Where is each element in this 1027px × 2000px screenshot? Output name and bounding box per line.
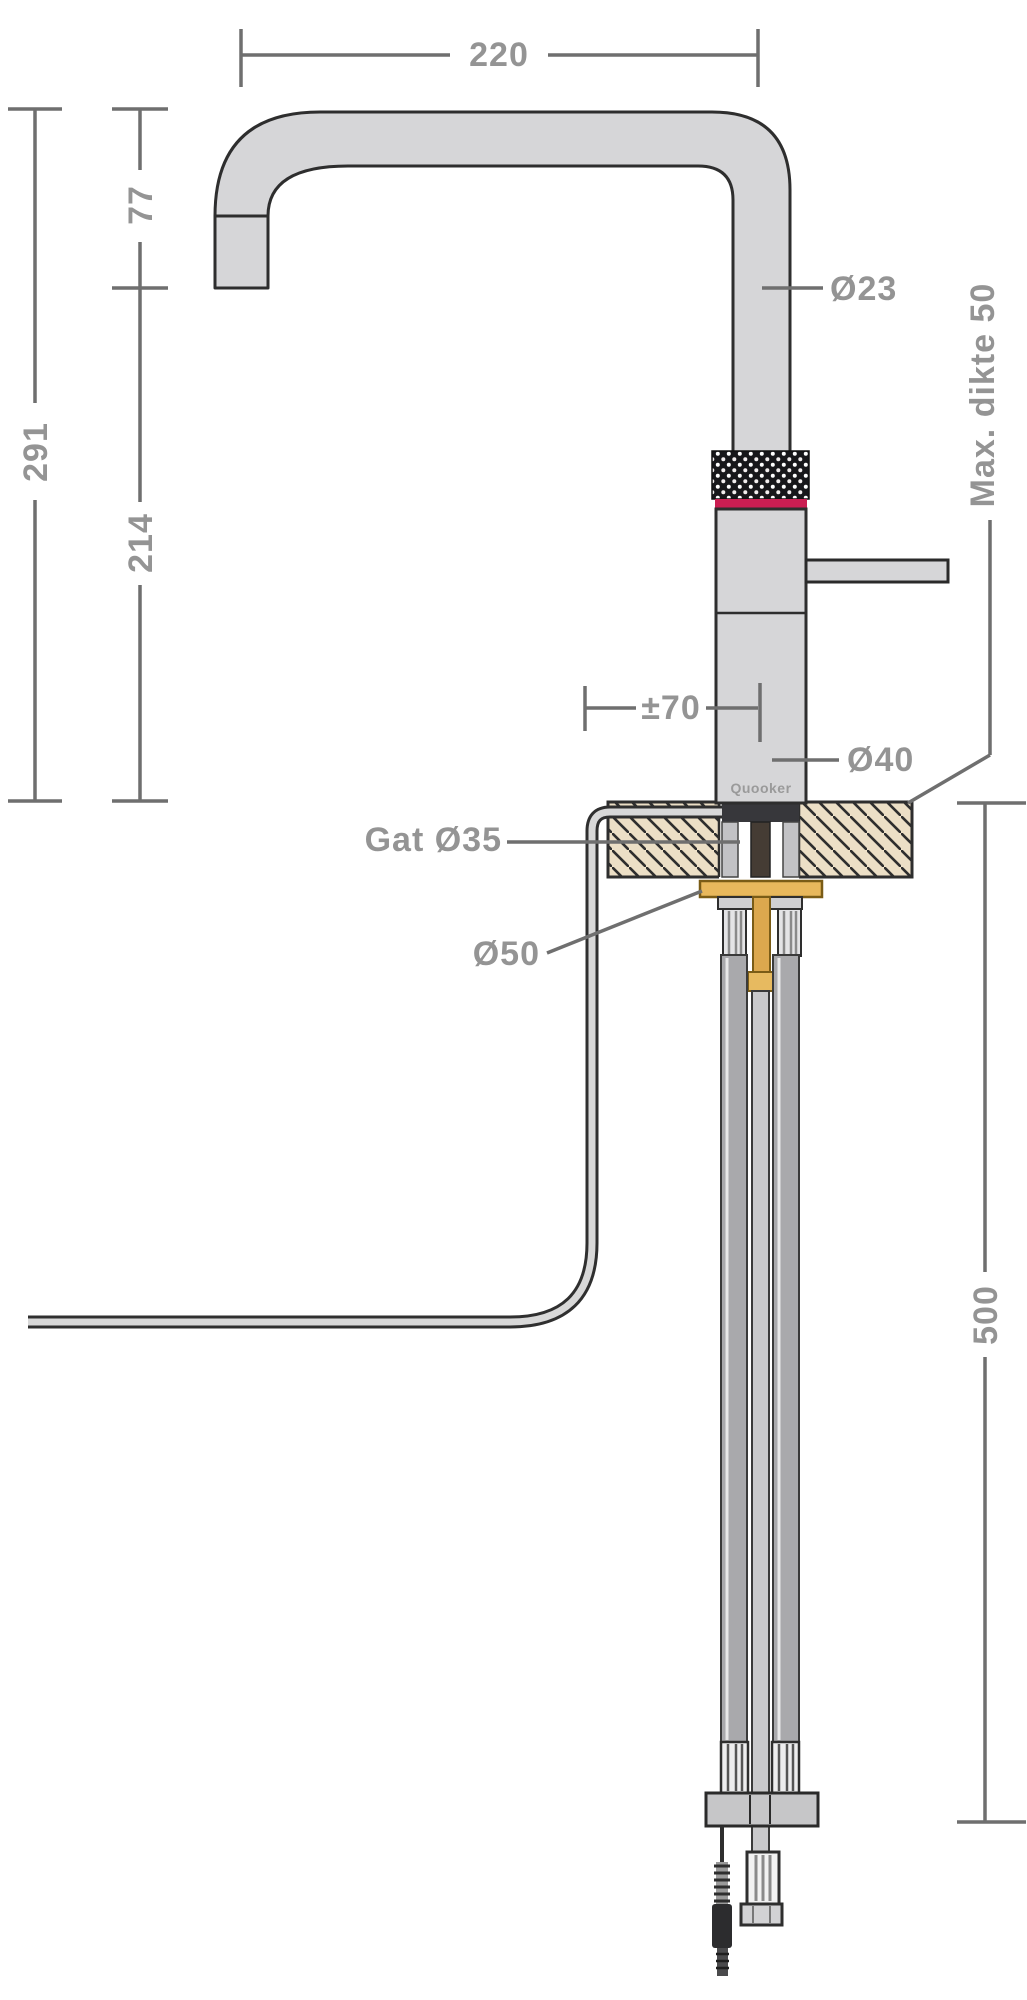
flexible-hose: [28, 805, 722, 1329]
dimension-spout-diameter: Ø23: [762, 270, 897, 308]
mounting-washer: [698, 879, 824, 899]
dimension-label-max-dikte: Max. dikte 50: [964, 283, 1002, 508]
threaded-rod: [752, 896, 771, 973]
tap: Quooker: [213, 110, 950, 805]
dimension-label-77: 77: [122, 185, 160, 225]
red-ring: [715, 499, 807, 509]
shank-flange: [722, 804, 799, 822]
brand-logo: Quooker: [730, 780, 791, 796]
dimension-below-counter: 500: [957, 801, 1026, 1824]
dimensions: 220 291 77 214 ±70: [8, 29, 1026, 1824]
knurled-ring: [711, 450, 810, 500]
dimension-total-height: 291: [8, 107, 62, 803]
dimension-washer-diameter: Ø50: [473, 889, 703, 973]
dimension-spout-segments: 77 214: [112, 107, 168, 803]
countertop: [606, 799, 914, 880]
tap-body: [714, 507, 808, 805]
stud-bolt-right: [777, 908, 802, 957]
dimension-body-diameter: Ø40: [772, 741, 914, 779]
shank-left-tube: [721, 821, 739, 878]
under-counter-assembly: [698, 879, 824, 1976]
dimension-label-o50: Ø50: [473, 935, 540, 973]
stud-bolt-left: [722, 908, 747, 957]
cable-jack-plug: [712, 1826, 732, 1976]
dimension-label-gat-o35: Gat Ø35: [365, 821, 502, 859]
rod-nut: [747, 971, 776, 992]
spout: [213, 110, 792, 454]
retaining-collar: [704, 1791, 820, 1828]
dimension-label-o40: Ø40: [847, 741, 914, 779]
dimension-label-291: 291: [17, 422, 55, 482]
shank-center-rod: [750, 821, 771, 878]
dimension-label-500: 500: [967, 1285, 1005, 1345]
shank-right-tube: [782, 821, 800, 878]
threaded-end-fitting: [739, 1850, 784, 1927]
dimension-label-70: ±70: [641, 689, 700, 727]
dimension-label-o23: Ø23: [830, 270, 897, 308]
dimension-spout-reach: 220: [239, 29, 760, 87]
dimension-swivel-offset: ±70: [583, 683, 762, 742]
dimension-label-220: 220: [469, 36, 529, 74]
tube-bundle: [720, 954, 800, 1853]
hose-connector-right: [770, 1740, 801, 1795]
dimension-hole-diameter: Gat Ø35: [365, 821, 740, 859]
handle-lever: [804, 558, 950, 584]
hose-connector-left: [719, 1740, 750, 1795]
dimension-max-thickness: Max. dikte 50: [907, 283, 1002, 805]
dimension-label-214: 214: [122, 513, 160, 573]
